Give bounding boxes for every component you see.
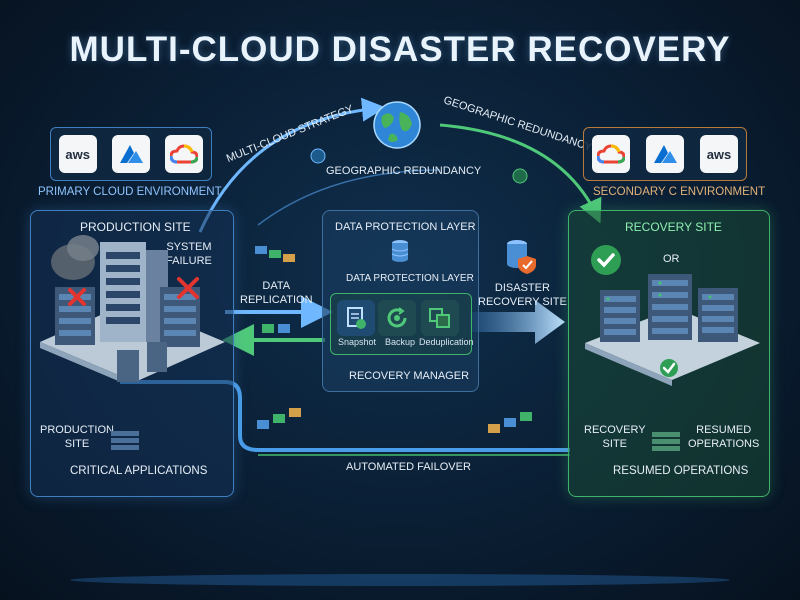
production-servers-illustration [40, 235, 225, 382]
server-rack-icon [111, 431, 139, 450]
globe-icon [373, 101, 421, 149]
deduplication-icon [421, 300, 459, 336]
data-packets-icon [262, 324, 290, 333]
recovery-site-header: RECOVERY SITE [625, 220, 722, 234]
data-protection-title: DATA PROTECTION LAYER [335, 221, 476, 233]
recovery-manager-label: RECOVERY MANAGER [349, 370, 470, 382]
aws-logo: aws [700, 135, 738, 173]
google-cloud-logo [592, 135, 630, 173]
geo-redundancy-label-left: GEOGRAPHIC REDUNDANCY [326, 165, 482, 177]
secondary-logo-strip: aws [583, 127, 747, 181]
data-packets-icon [488, 412, 532, 433]
snapshot-label: Snapshot [338, 337, 377, 347]
diagram-title: MULTI-CLOUD DISASTER RECOVERY [69, 30, 731, 69]
data-packets-icon [257, 408, 301, 429]
database-shield-icon [507, 240, 536, 274]
backup-label: Backup [385, 337, 416, 347]
aws-logo: aws [58, 135, 97, 173]
critical-apps-label: CRITICAL APPLICATIONS [70, 465, 208, 477]
failure-x-icon [177, 277, 199, 299]
data-protection-subtitle: DATA PROTECTION LAYER [346, 273, 474, 284]
strategy-arc [198, 97, 386, 233]
deduplication-label: Deduplication [419, 337, 474, 347]
azure-logo [646, 135, 684, 173]
geo-arc-right [439, 123, 602, 224]
check-circle-icon [591, 245, 621, 275]
geo-arc-left [257, 169, 441, 226]
automated-failover-label: AUTOMATED FAILOVER [346, 461, 471, 473]
azure-logo [111, 135, 150, 173]
check-circle-icon [660, 359, 678, 377]
backup-icon [378, 300, 416, 336]
failure-x-icon [68, 288, 86, 306]
production-site-header: PRODUCTION SITE [80, 220, 191, 234]
dr-big-arrow [470, 300, 565, 344]
resumed-operations-footer: RESUMED OPERATIONS [613, 465, 749, 477]
recovery-servers-illustration [585, 274, 760, 386]
snapshot-icon [337, 300, 375, 336]
secondary-env-caption: SECONDARY C ENVIRONMENT [593, 186, 766, 198]
primary-env-caption: PRIMARY CLOUD ENVIRONMENT [38, 186, 222, 198]
primary-logo-strip: aws [50, 127, 212, 181]
server-rack-icon [652, 432, 680, 451]
data-packets-icon [255, 246, 295, 262]
database-icon [391, 240, 409, 262]
or-label: OR [663, 253, 680, 265]
google-cloud-logo [165, 135, 204, 173]
